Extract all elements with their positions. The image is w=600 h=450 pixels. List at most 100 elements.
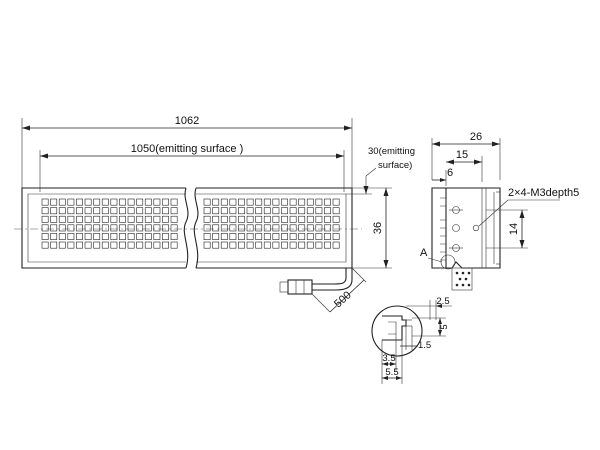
led-cell [76,207,83,215]
detail-dim-right-label: 5 [439,324,450,329]
dim-emitting-length: 1050(emitting surface ) [39,143,345,192]
emitting-length-label: 1050(emitting surface ) [131,143,244,155]
led-cell [220,233,228,240]
led-cell [324,224,331,232]
led-cell [306,207,314,215]
led-cell [41,233,49,240]
led-cell [41,198,49,206]
led-cell [332,224,340,232]
led-cell [203,233,211,240]
height-label: 36 [372,222,384,234]
led-cell [281,224,288,232]
screw-callout: 2×4-M3depth5 [478,187,579,227]
led-cell [203,215,211,223]
detail-marker-label: A [420,247,428,259]
led-cell [84,215,92,223]
led-cell [229,207,237,215]
led-cell [212,233,220,240]
detail-dim-small-label: 1.5 [418,340,431,351]
led-cell [162,233,169,240]
detail-dim-top: 2.5 [406,296,452,320]
led-cell [76,241,83,249]
led-cell [136,241,144,249]
led-cell [281,241,288,249]
led-cell [50,241,58,249]
detail-a-marker: A [420,247,456,270]
led-cell [119,233,126,240]
led-cell [119,198,126,206]
led-cell [332,241,340,249]
led-cell [50,207,58,215]
led-cell [246,198,254,206]
led-cell [144,207,152,215]
led-cell [119,241,126,249]
led-cell [127,233,135,240]
led-cell [119,215,126,223]
led-cell [272,198,280,206]
led-grid [41,198,340,249]
total-length-label: 1062 [175,115,199,127]
led-cell [212,224,220,232]
led-cell [153,241,161,249]
led-cell [212,241,220,249]
led-cell [50,198,58,206]
dim-side-width2: 15 [446,149,483,182]
led-cell [170,198,178,206]
led-cell [41,224,49,232]
led-cell [58,233,66,240]
led-cell [263,233,271,240]
led-cell [127,215,135,223]
led-cell [110,224,118,232]
led-cell [281,207,288,215]
detail-a [371,305,423,357]
led-cell [332,233,340,240]
led-cell [238,233,245,240]
led-cell [229,198,237,206]
led-cell [238,241,245,249]
led-cell [162,207,169,215]
led-cell [263,215,271,223]
led-cell [255,198,263,206]
led-cell [246,241,254,249]
screw-label: 2×4-M3depth5 [508,187,579,199]
led-cell [84,207,92,215]
led-cell [229,215,237,223]
led-cell [84,233,92,240]
led-cell [41,207,49,215]
detail-dim-bottom: 3.5 5.5 [381,334,403,384]
led-cell [281,233,288,240]
led-cell [298,215,306,223]
led-cell [298,241,306,249]
led-cell [84,198,92,206]
led-cell [255,233,263,240]
led-cell [136,207,144,215]
led-cell [272,224,280,232]
led-cell [220,241,228,249]
led-cell [220,224,228,232]
led-cell [203,241,211,249]
led-cell [170,233,178,240]
led-cell [119,207,126,215]
led-cell [127,224,135,232]
dim-side-offset: 6 [432,167,453,186]
led-cell [153,233,161,240]
led-cell [162,215,169,223]
led-cell [324,233,331,240]
led-cell [332,207,340,215]
led-cell [298,233,306,240]
led-cell [246,224,254,232]
led-cell [162,198,169,206]
led-cell [246,233,254,240]
led-cell [220,207,228,215]
led-cell [110,207,118,215]
led-cell [93,241,101,249]
led-cell [220,198,228,206]
led-cell [203,198,211,206]
led-cell [153,207,161,215]
led-cell [153,198,161,206]
led-cell [324,215,331,223]
led-cell [324,207,331,215]
dim-emitting-width: 30(emitting surface) [346,146,415,195]
led-cell [136,215,144,223]
led-cell [101,233,109,240]
